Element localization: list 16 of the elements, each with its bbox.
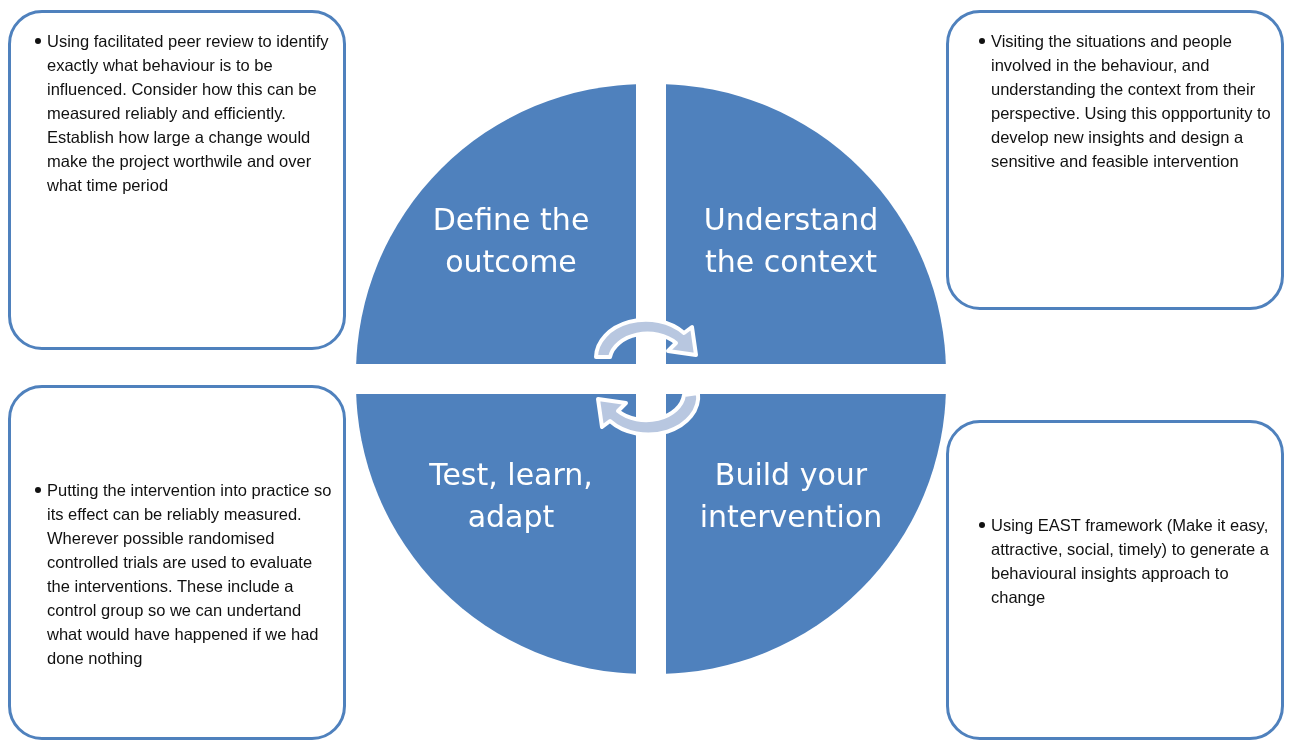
bullet-text: Using facilitated peer review to identify exactly what behaviour is to be influenced. Consider how this can be measured reliably and efficiently. Establish how large a change would make the project worthwile and over what time period — [47, 31, 330, 196]
circle-quadrant — [666, 84, 946, 364]
bullet-text: Putting the intervention into practice so its effect can be reliably measured. Wherever possible randomised controlled trials are used to evaluate the interventions. These include a control group so we can undertand what would have happened if we had done nothing — [47, 480, 333, 669]
quadrant-title: Test, learn, adapt — [428, 456, 594, 536]
quadrant-title: Define the outcome — [431, 201, 591, 281]
rounded-text-box — [8, 10, 346, 350]
circle-quadrant — [666, 394, 946, 674]
circle-quadrant — [356, 84, 636, 364]
quadrant-title: Build your intervention — [698, 456, 884, 536]
bullet-text: Using EAST framework (Make it easy, attractive, social, timely) to generate a behavioural insights approach to change — [991, 515, 1270, 608]
bullet-text: Visiting the situations and people involved in the behaviour, and understanding the context from their perspective. Using this oppportunity to develop new insights and design a sensitive and feasible intervention — [991, 31, 1272, 172]
rounded-text-box — [946, 420, 1284, 740]
rounded-text-box — [946, 10, 1284, 310]
circle-quadrant — [356, 394, 636, 674]
quadrant-title: Understand the context — [702, 201, 880, 281]
rounded-text-box — [8, 385, 346, 740]
